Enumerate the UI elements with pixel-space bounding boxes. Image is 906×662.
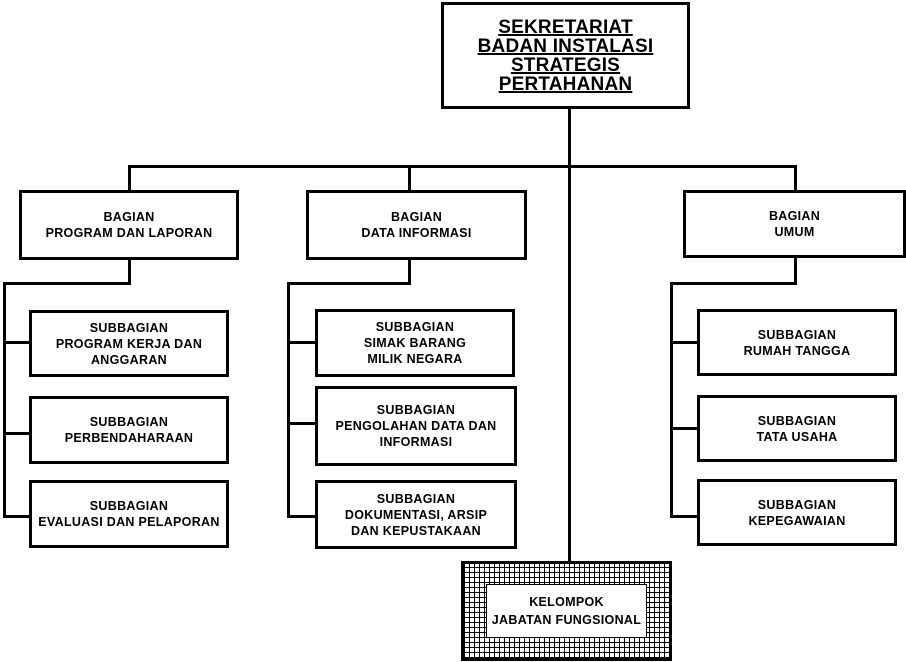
- functional-group-line-1: KELOMPOK: [529, 595, 604, 609]
- connector-dept3-sub2: [670, 427, 700, 430]
- connector-dept2-elbow: [287, 282, 411, 285]
- subdivision-box-perbendaharaan: SUBBAGIAN PERBENDAHARAAN: [29, 396, 229, 464]
- secretariat-line-2: BADAN INSTALASI: [477, 35, 654, 57]
- subdivision-2-1-line-3: MILIK NEGARA: [367, 352, 463, 366]
- subdivision-2-3-line-3: DAN KEPUSTAKAAN: [351, 523, 481, 538]
- department-3-line-2: UMUM: [774, 225, 815, 239]
- functional-group-line-2: JABATAN FUNGSIONAL: [491, 613, 642, 627]
- subdivision-box-program-kerja: SUBBAGIAN PROGRAM KERJA DAN ANGGARAN: [29, 310, 229, 377]
- connector-dept3-stem: [794, 256, 797, 285]
- connector-dept3-sub1: [670, 341, 700, 344]
- connector-dept2-sub1: [287, 341, 317, 344]
- connector-dept2-sub2: [287, 422, 317, 425]
- subdivision-1-1-line-2: PROGRAM KERJA DAN: [55, 336, 203, 351]
- subdivision-2-3-line-2: DOKUMENTASI, ARSIP: [344, 507, 488, 522]
- department-1-line-1: BAGIAN: [103, 210, 155, 224]
- subdivision-1-2-line-1: SUBBAGIAN: [89, 415, 169, 429]
- department-box-program-laporan: BAGIAN PROGRAM DAN LAPORAN: [19, 190, 239, 260]
- connector-dept3-elbow: [670, 282, 797, 285]
- connector-dept2-sub3: [287, 515, 317, 518]
- subdivision-2-3-line-1: SUBBAGIAN: [376, 491, 456, 506]
- department-1-line-2: PROGRAM DAN LAPORAN: [45, 226, 213, 240]
- department-box-umum: BAGIAN UMUM: [683, 190, 906, 258]
- subdivision-1-2-line-2: PERBENDAHARAAN: [64, 431, 194, 445]
- department-3-line-1: BAGIAN: [768, 209, 821, 223]
- connector-dept1-sub3: [3, 515, 31, 518]
- department-box-data-informasi: BAGIAN DATA INFORMASI: [306, 190, 527, 260]
- secretariat-line-3: STRATEGIS: [510, 54, 621, 76]
- subdivision-2-2-line-2: PENGOLAHAN DATA DAN: [335, 419, 497, 433]
- subdivision-3-3-line-1: SUBBAGIAN: [757, 497, 837, 512]
- connector-dept3-spine: [670, 282, 673, 518]
- subdivision-1-1-line-1: SUBBAGIAN: [89, 320, 169, 335]
- connector-dept1-sub1: [3, 341, 31, 344]
- subdivision-3-3-line-2: KEPEGAWAIAN: [748, 513, 846, 528]
- subdivision-2-1-line-1: SUBBAGIAN: [375, 320, 455, 334]
- subdivision-2-2-line-3: INFORMASI: [379, 435, 453, 449]
- subdivision-box-evaluasi-pelaporan: SUBBAGIAN EVALUASI DAN PELAPORAN: [29, 480, 229, 548]
- subdivision-2-1-line-2: SIMAK BARANG: [363, 336, 467, 350]
- subdivision-3-1-line-1: SUBBAGIAN: [757, 327, 837, 342]
- connector-dept1-elbow: [3, 282, 131, 285]
- connector-dept1-sub2: [3, 432, 31, 435]
- connector-dept2-drop: [408, 165, 411, 192]
- connector-dept3-drop: [794, 165, 797, 192]
- subdivision-3-2-line-1: SUBBAGIAN: [757, 413, 837, 428]
- subdivision-1-1-line-3: ANGGARAN: [90, 352, 167, 367]
- secretariat-line-1: SEKRETARIAT: [498, 16, 633, 38]
- subdivision-2-2-line-1: SUBBAGIAN: [376, 403, 456, 417]
- subdivision-1-3-line-1: SUBBAGIAN: [89, 499, 169, 513]
- subdivision-box-kepegawaian: SUBBAGIAN KEPEGAWAIAN: [697, 479, 897, 546]
- subdivision-3-2-line-2: TATA USAHA: [756, 429, 838, 444]
- connector-dept2-spine: [287, 282, 290, 518]
- department-2-line-1: BAGIAN: [390, 210, 443, 224]
- subdivision-1-3-line-2: EVALUASI DAN PELAPORAN: [38, 515, 220, 529]
- connector-horizontal-bus: [128, 165, 797, 168]
- secretariat-box: SEKRETARIAT BADAN INSTALASI STRATEGIS PE…: [441, 2, 690, 109]
- subdivision-box-rumah-tangga: SUBBAGIAN RUMAH TANGGA: [697, 309, 897, 376]
- connector-top-stem: [568, 107, 571, 562]
- connector-dept1-spine: [3, 282, 6, 518]
- connector-dept2-stem: [408, 258, 411, 285]
- connector-dept1-drop: [128, 165, 131, 192]
- department-2-line-2: DATA INFORMASI: [361, 226, 472, 240]
- subdivision-box-pengolahan-data: SUBBAGIAN PENGOLAHAN DATA DAN INFORMASI: [315, 386, 517, 466]
- subdivision-box-tata-usaha: SUBBAGIAN TATA USAHA: [697, 395, 897, 462]
- connector-dept1-stem: [128, 258, 131, 285]
- subdivision-box-simak-bmn: SUBBAGIAN SIMAK BARANG MILIK NEGARA: [315, 309, 515, 377]
- subdivision-3-1-line-2: RUMAH TANGGA: [743, 343, 851, 358]
- connector-dept3-sub3: [670, 515, 700, 518]
- functional-group-box: KELOMPOK JABATAN FUNGSIONAL: [486, 584, 647, 638]
- subdivision-box-dokumentasi: SUBBAGIAN DOKUMENTASI, ARSIP DAN KEPUSTA…: [315, 480, 517, 549]
- secretariat-line-4: PERTAHANAN: [498, 73, 633, 95]
